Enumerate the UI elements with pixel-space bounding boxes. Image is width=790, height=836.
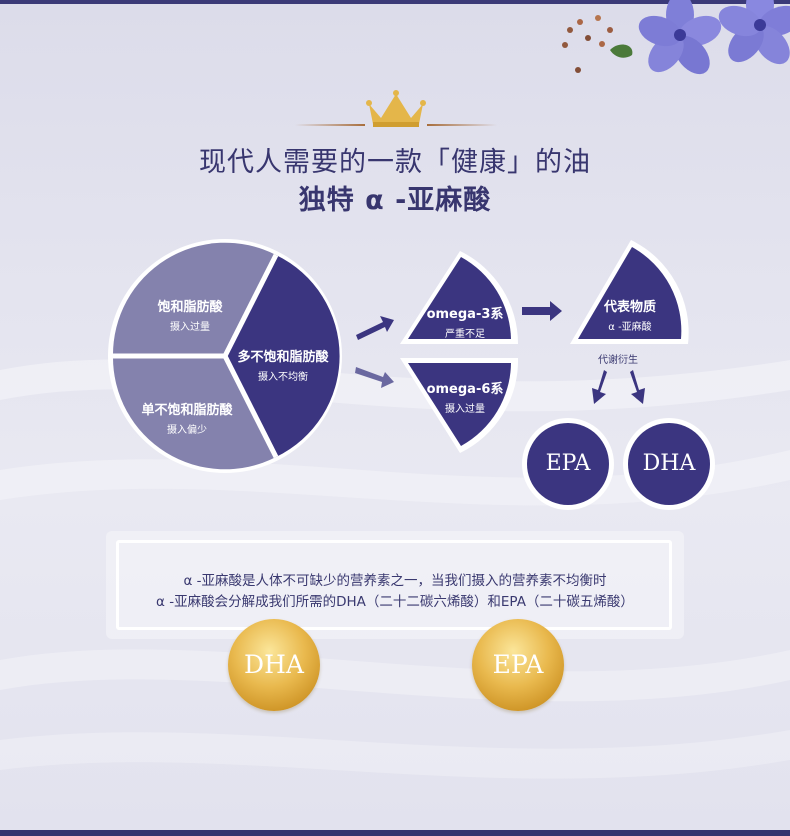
bottom-band bbox=[0, 830, 790, 836]
dha-badge: DHA bbox=[228, 619, 320, 711]
omega3-subtitle: 严重不足 bbox=[445, 329, 485, 340]
omega3-label: omega-3系 严重不足 bbox=[415, 303, 515, 340]
segment-title: 饱和脂肪酸 bbox=[157, 300, 223, 315]
description-line-1: α -亚麻酸是人体不可缺少的营养素之一，当我们摄入的营养素不均衡时 bbox=[183, 573, 607, 589]
representative-sector bbox=[578, 247, 682, 339]
segment-subtitle: 摄入过量 bbox=[170, 322, 210, 333]
segment-title: 多不饱和脂肪酸 bbox=[237, 350, 329, 365]
omega3-title: omega-3系 bbox=[426, 307, 504, 322]
segment-subtitle: 摄入不均衡 bbox=[258, 372, 308, 383]
crown-icon bbox=[366, 90, 426, 127]
omega6-sector bbox=[408, 363, 511, 446]
segment-title: 单不饱和脂肪酸 bbox=[141, 403, 233, 418]
page-subtitle: 独特 α -亚麻酸 bbox=[298, 185, 492, 216]
top-band bbox=[0, 0, 790, 4]
dha-circle bbox=[628, 423, 710, 505]
arrow-to-dha bbox=[630, 370, 645, 404]
description-frame bbox=[116, 540, 672, 630]
omega6-title: omega-6系 bbox=[426, 382, 504, 397]
description-panel bbox=[106, 531, 684, 639]
pie-segment-monounsaturated bbox=[112, 356, 276, 470]
arrow-to-epa bbox=[592, 370, 607, 404]
omega3-sector bbox=[408, 257, 511, 339]
omega6-label: omega-6系 摄入过量 bbox=[415, 378, 515, 415]
flax-flower-decoration bbox=[562, 0, 790, 75]
epa-label: EPA bbox=[545, 451, 591, 476]
title-divider-right bbox=[427, 124, 497, 126]
representative-label: 代表物质 α -亚麻酸 bbox=[580, 296, 680, 333]
omega6-subtitle: 摄入过量 bbox=[445, 404, 485, 415]
representative-title: 代表物质 bbox=[603, 300, 656, 315]
arrow-to-omega3 bbox=[356, 316, 394, 340]
representative-subtitle: α -亚麻酸 bbox=[608, 322, 652, 333]
arrow-to-representative bbox=[522, 301, 562, 321]
pie-label-saturated: 饱和脂肪酸 摄入过量 bbox=[140, 296, 240, 333]
metabolism-label: 代谢衍生 bbox=[598, 355, 638, 366]
dha-label: DHA bbox=[642, 451, 696, 476]
page-title: 现代人需要的一款「健康」的油 bbox=[199, 147, 591, 178]
epa-circle bbox=[527, 423, 609, 505]
title-divider-left bbox=[295, 124, 365, 126]
pie-segment-saturated bbox=[112, 242, 276, 356]
description-line-2: α -亚麻酸会分解成我们所需的DHA（二十二碳六烯酸）和EPA（二十碳五烯酸） bbox=[156, 594, 634, 610]
pie-segment-polyunsaturated bbox=[225, 255, 340, 457]
fatty-acid-pie bbox=[108, 239, 342, 473]
segment-subtitle: 摄入偏少 bbox=[167, 425, 207, 436]
pie-label-polyunsaturated: 多不饱和脂肪酸 摄入不均衡 bbox=[228, 346, 338, 383]
pie-label-monounsaturated: 单不饱和脂肪酸 摄入偏少 bbox=[132, 399, 242, 436]
arrow-to-omega6 bbox=[355, 367, 394, 388]
epa-badge: EPA bbox=[472, 619, 564, 711]
